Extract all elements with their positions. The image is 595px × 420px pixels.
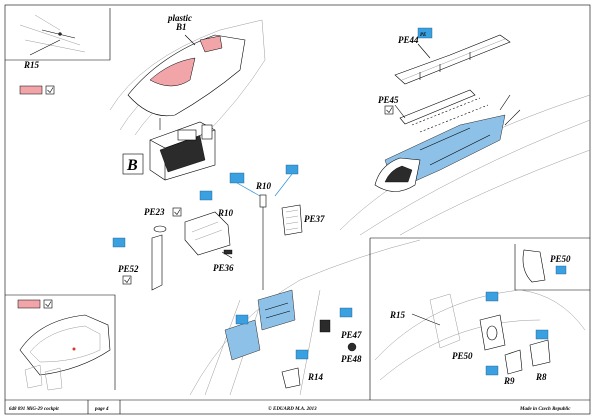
label-r9: R9 — [503, 376, 515, 386]
pe-tag-icon: PE — [417, 27, 433, 39]
label-pe36: PE36 — [213, 263, 234, 273]
label-pe45: PE45 — [378, 95, 399, 105]
r14-part — [281, 367, 301, 389]
label-r10-left: R10 — [217, 208, 234, 218]
paint-swatch-1 — [19, 85, 55, 95]
footer-page: page 4 — [94, 407, 109, 412]
pe44-rail — [394, 34, 511, 85]
footer: 648 091 MiG-29 cockpit page 4 © EDUARD M… — [5, 399, 590, 414]
inset-pe50: PE50 R15 PE50 R9 R8 — [369, 237, 590, 400]
pe37-panel — [281, 204, 303, 236]
checkbox-icon — [43, 299, 53, 309]
label-r14: R14 — [307, 372, 324, 382]
label-b: B — [126, 157, 138, 174]
b-box: B — [122, 153, 144, 175]
footer-code: 648 091 MiG-29 cockpit — [9, 407, 59, 412]
pe-tag-icon — [235, 307, 353, 360]
checkbox-icon — [122, 275, 132, 285]
instrument-panel-assembly: PE47 PE48 R14 — [189, 239, 421, 396]
control-stick-group: R10 PE37 PE23 R10 PE36 PE52 — [112, 164, 325, 291]
label-pe47: PE47 — [341, 330, 362, 340]
inset-bottom-left — [5, 294, 116, 391]
label-pe48: PE48 — [341, 354, 362, 364]
inset-r15-detail: R15 — [5, 8, 111, 70]
pe-tag-icon — [485, 291, 549, 376]
label-r10-top: R10 — [255, 181, 272, 191]
canopy-rail-assembly: PE44 PE PE45 — [339, 27, 591, 236]
tag-cluster-icon — [199, 164, 299, 201]
r9-part — [504, 349, 523, 375]
label-pe50-bottom: PE50 — [452, 351, 473, 361]
label-r15-top: R15 — [23, 60, 40, 70]
checkbox-icon — [172, 207, 182, 217]
page-border — [4, 4, 591, 415]
footer-origin: Made in Czech Republic — [519, 407, 571, 412]
pe-panel-right — [257, 289, 296, 331]
checkbox-icon — [384, 105, 394, 115]
pe47-knob-icon — [347, 342, 357, 352]
label-pe37: PE37 — [304, 214, 325, 224]
pink-swatch — [19, 85, 43, 95]
label-pe50-inset: PE50 — [550, 254, 571, 264]
label-pe52: PE52 — [118, 264, 139, 274]
footer-copyright: © EDUARD M.A. 2013 — [268, 406, 317, 412]
pe23-disk — [153, 225, 167, 233]
pink-swatch — [17, 299, 41, 309]
r8-part — [529, 339, 551, 367]
pink-area-front — [199, 35, 223, 53]
svg-text:PE: PE — [420, 33, 427, 38]
r10-part — [184, 211, 231, 256]
label-r8: R8 — [535, 372, 547, 382]
pink-area-rear — [149, 57, 196, 87]
pe-tag-icon — [555, 265, 567, 275]
label-pe44: PE44 — [398, 35, 419, 45]
checkbox-icon — [45, 85, 55, 95]
pe52-tag-icon — [112, 237, 126, 248]
label-pe23: PE23 — [144, 207, 165, 217]
label-r15-right: R15 — [389, 310, 406, 320]
pe45-frame — [399, 89, 476, 125]
pe52-part — [151, 234, 163, 291]
